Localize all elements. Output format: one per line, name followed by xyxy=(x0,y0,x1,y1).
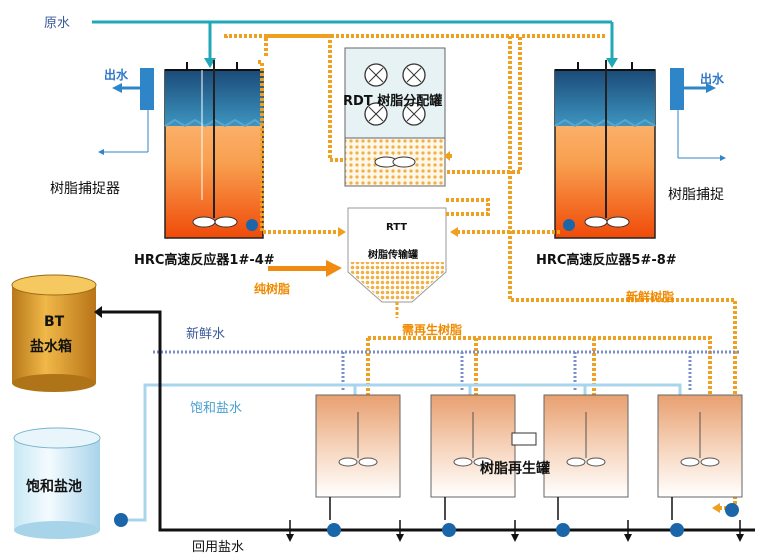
reactor-left xyxy=(164,60,264,239)
brine-pool-label: 饱和盐池 xyxy=(26,479,82,495)
brine-pool xyxy=(13,427,101,539)
rtt-code-label: RTT xyxy=(386,222,408,233)
raw-water-label: 原水 xyxy=(44,16,71,31)
regen-pump-3-icon xyxy=(556,523,570,537)
rdt-tank xyxy=(344,47,446,187)
recycled-brine-line xyxy=(100,310,755,532)
reactor-right-label: HRC高速反应器5#-8# xyxy=(536,253,677,268)
brine-pool-pump-icon xyxy=(114,513,128,527)
resin-catcher-left-label: 树脂捕捉器 xyxy=(50,181,120,197)
bt-tank-name-label: 盐水箱 xyxy=(30,339,72,355)
fresh-resin-label: 新鲜树脂 xyxy=(626,290,675,304)
rdt-tank-label: RDT 树脂分配罐 xyxy=(343,94,443,109)
rtt-tank-label: 树脂传输罐 xyxy=(368,250,418,261)
bt-tank-code-label: BT xyxy=(44,314,65,330)
outlet-right xyxy=(670,68,726,161)
pure-resin-arrow xyxy=(268,260,342,277)
pure-resin-label: 纯树脂 xyxy=(254,282,291,296)
need-regen-resin-label: 需再生树脂 xyxy=(402,323,463,337)
rtt-tank xyxy=(347,207,447,318)
bt-tank xyxy=(11,274,97,392)
reactor-left-pump-icon xyxy=(246,219,258,231)
saturated-brine-label: 饱和盐水 xyxy=(190,401,243,416)
regen-pump-5-icon xyxy=(725,503,739,517)
outlet-left-label: 出水 xyxy=(104,68,129,82)
regen-tank-3 xyxy=(543,394,629,498)
regen-tank-2 xyxy=(430,394,516,498)
regen-tank-label: 树脂再生罐 xyxy=(480,461,550,477)
regen-pump-2-icon xyxy=(442,523,456,537)
reactor-left-label: HRC高速反应器1#-4# xyxy=(134,253,275,268)
reactor-right xyxy=(554,60,656,239)
brine-drop-arrows xyxy=(286,534,744,542)
regen-pump-1-icon xyxy=(327,523,341,537)
outlet-right-label: 出水 xyxy=(700,72,725,86)
resin-catcher-right-label: 树脂捕捉 xyxy=(668,187,724,203)
regen-pump-4-icon xyxy=(670,523,684,537)
fresh-water-label: 新鲜水 xyxy=(186,327,226,342)
resin-arrowheads xyxy=(338,151,720,513)
regen-tank-1 xyxy=(315,394,401,498)
recycled-brine-label: 回用盐水 xyxy=(192,540,245,555)
brine-drops xyxy=(289,497,741,536)
regen-indicator xyxy=(511,432,537,446)
raw-water-line xyxy=(92,20,614,60)
outlet-left xyxy=(98,68,154,155)
reactor-right-pump-icon xyxy=(563,219,575,231)
regen-tank-4 xyxy=(657,394,743,498)
brine-return-arrow xyxy=(94,306,102,318)
